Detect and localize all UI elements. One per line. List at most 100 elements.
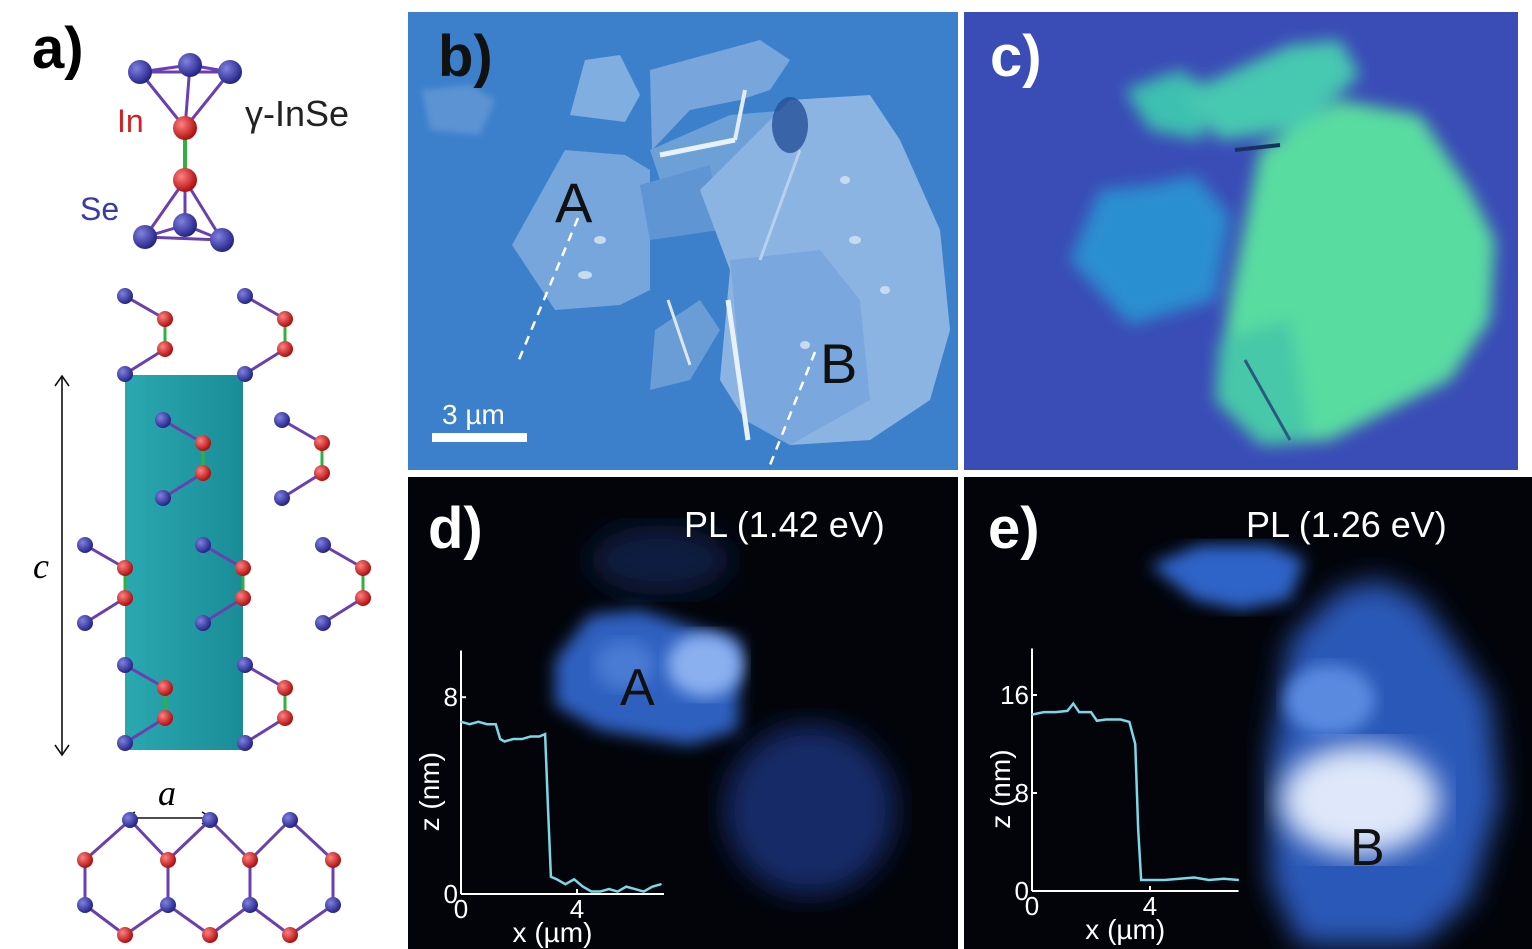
data-point [1149, 879, 1151, 881]
data-point [512, 738, 514, 740]
bond [124, 903, 169, 937]
y-tick-label: 8 [1015, 778, 1029, 808]
inse-layer-unit [237, 657, 293, 751]
data-point [544, 733, 546, 735]
region-label-b: B [820, 332, 857, 395]
in-atom [77, 852, 93, 868]
in-atom [160, 852, 176, 868]
data-point [1066, 710, 1069, 712]
se-atom [133, 225, 157, 249]
in-atom [282, 927, 298, 943]
in-atom [355, 590, 371, 606]
data-point [486, 723, 488, 726]
panel-label-e: e) [988, 496, 1040, 561]
data-point [642, 890, 645, 893]
pl-energy-title: PL (1.42 eV) [684, 504, 885, 545]
y-tick-label: 16 [1000, 680, 1029, 710]
y-tick-label: 0 [1015, 876, 1029, 906]
se-atom [242, 897, 258, 913]
data-point [634, 888, 636, 890]
panel-b-optical-image: A B 3 µm b) [408, 12, 958, 470]
se-atom [315, 537, 331, 553]
se-atom [195, 615, 211, 631]
se-atom [237, 657, 253, 673]
inse-layer-unit [77, 537, 133, 631]
region-label-a: A [620, 659, 655, 717]
in-atom [355, 560, 371, 576]
bond [208, 818, 252, 862]
data-point [521, 738, 523, 740]
data-point [660, 883, 662, 885]
data-point [1096, 719, 1098, 722]
se-atom [77, 615, 93, 631]
se-atom [117, 366, 133, 382]
se-atom [77, 897, 93, 913]
bond [288, 818, 335, 862]
data-point [1043, 711, 1045, 713]
in-atom [314, 435, 330, 451]
bond [209, 903, 251, 937]
atom-label-in: In [117, 103, 144, 139]
data-point [625, 885, 628, 888]
se-atom [117, 657, 133, 673]
se-atom [325, 897, 341, 913]
inse-layer-unit [274, 412, 330, 506]
in-atom [277, 710, 293, 726]
lattice-a-label: a [158, 773, 176, 813]
bond [144, 235, 223, 242]
se-atom [237, 735, 253, 751]
data-point [529, 735, 532, 738]
data-point [1031, 713, 1033, 716]
panel-label-b: b) [438, 24, 493, 89]
data-point [616, 890, 619, 893]
bond [166, 818, 212, 862]
line-profile-a [516, 217, 580, 363]
in-atom [157, 341, 173, 357]
data-point [1178, 877, 1181, 880]
inse-layer-unit [237, 288, 293, 382]
line-profile-b [766, 351, 817, 470]
in-atom [157, 680, 173, 696]
data-point [1078, 711, 1080, 713]
se-atom [173, 213, 197, 237]
data-point [547, 807, 549, 809]
data-point [1222, 877, 1225, 880]
se-atom [122, 812, 138, 828]
data-point [651, 885, 654, 888]
inse-layer-unit [155, 412, 211, 506]
x-tick-label: 4 [570, 894, 584, 924]
se-atom [237, 366, 253, 382]
data-point [599, 890, 601, 893]
se-atom [178, 53, 202, 77]
x-tick-label: 4 [1143, 891, 1157, 921]
inse-layer-unit [117, 657, 173, 751]
bond [84, 818, 131, 862]
data-point [1128, 721, 1131, 723]
se-atom [202, 812, 218, 828]
data-point [1140, 879, 1142, 881]
y-axis-label: z (nm) [414, 752, 445, 831]
se-atom [274, 412, 290, 428]
bond [289, 903, 334, 937]
se-atom [218, 60, 242, 84]
inse-layer-unit [117, 288, 173, 382]
x-axis-label: x (µm) [1085, 914, 1165, 945]
in-atom [195, 435, 211, 451]
data-point [573, 878, 575, 881]
in-atom [242, 852, 258, 868]
x-tick-label: 0 [1025, 891, 1039, 921]
panel-label-d: d) [428, 496, 483, 561]
data-point [460, 721, 462, 723]
lattice-c-label: c [33, 546, 49, 586]
in-atom [117, 560, 133, 576]
data-point [590, 890, 593, 893]
compound-label: γ-InSe [245, 93, 349, 134]
unit-cell [125, 375, 243, 750]
data-point [495, 723, 497, 726]
data-point [468, 723, 471, 726]
se-atom [210, 228, 234, 252]
